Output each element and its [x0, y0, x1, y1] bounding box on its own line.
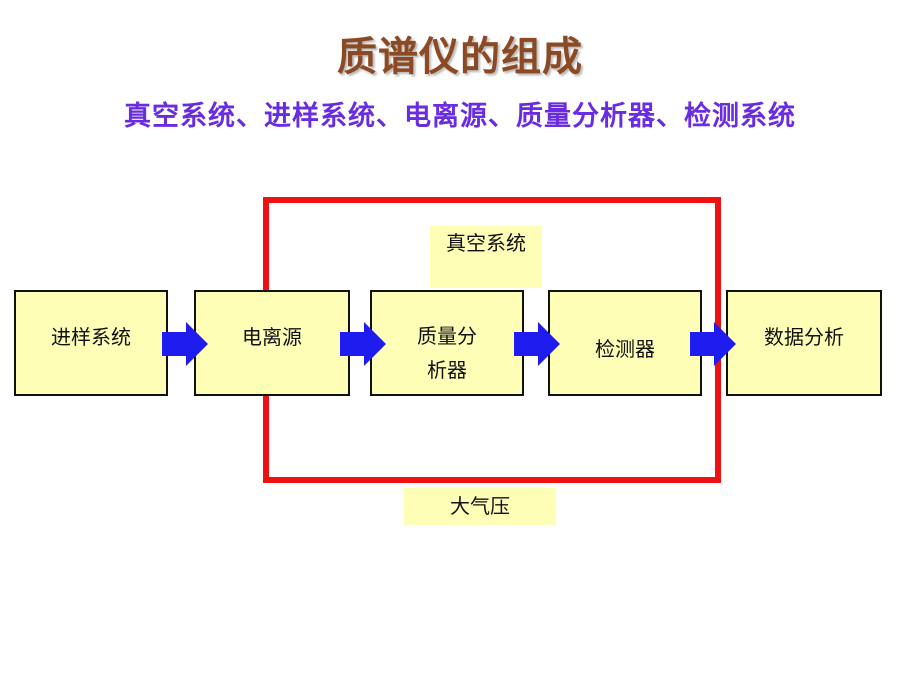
ion-source-block: 电离源: [194, 290, 350, 396]
sample-intro-block: 进样系统: [14, 290, 168, 396]
data-analysis-label: 数据分析: [764, 325, 844, 349]
vacuum-system-label-text: 真空系统: [446, 231, 526, 255]
atmosphere-label-text: 大气压: [450, 494, 510, 518]
mass-analyzer-block: 质量分 析器: [370, 290, 524, 396]
mass-analyzer-label-line1: 质量分: [417, 324, 477, 348]
page-title: 质谱仪的组成: [337, 34, 583, 80]
arrow-right-icon: [690, 322, 736, 366]
data-analysis-block: 数据分析: [726, 290, 882, 396]
mass-analyzer-label-line2: 析器: [427, 358, 467, 382]
arrow-right-icon: [162, 322, 208, 366]
detector-block: 检测器: [548, 290, 702, 396]
vacuum-system-label: 真空系统: [430, 226, 542, 288]
detector-label: 检测器: [595, 337, 655, 361]
sample-intro-label: 进样系统: [51, 325, 131, 349]
ion-source-label: 电离源: [242, 325, 302, 349]
arrow-right-icon: [514, 322, 560, 366]
page-subtitle: 真空系统、进样系统、电离源、质量分析器、检测系统: [124, 101, 796, 132]
arrow-right-icon: [340, 322, 386, 366]
atmosphere-label: 大气压: [404, 488, 556, 525]
